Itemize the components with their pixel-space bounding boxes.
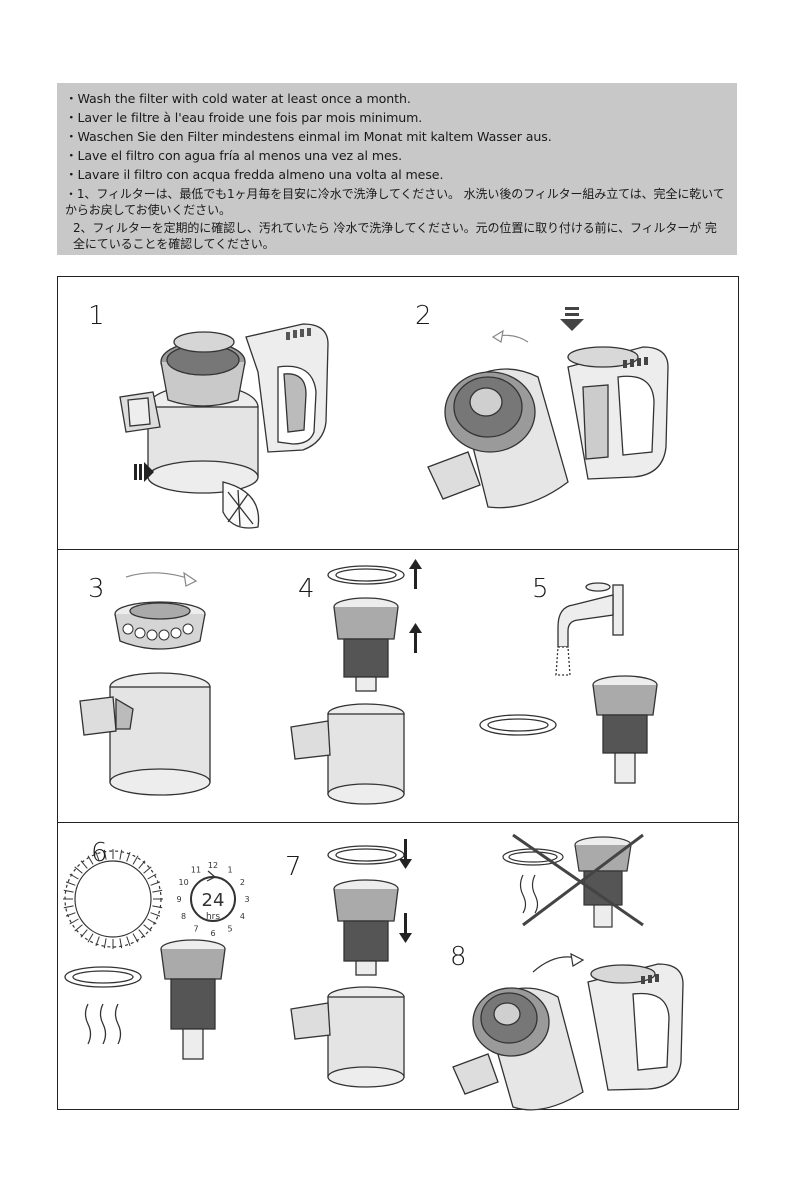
- sun-ray: [143, 866, 152, 874]
- sun-ray: [103, 938, 107, 949]
- step3-cyclone-removed-illustration: [79, 571, 211, 796]
- step-number-2: 2: [415, 301, 432, 331]
- note-german: ・Waschen Sie den Filter mindestens einma…: [65, 129, 552, 144]
- sun-ray: [132, 855, 139, 865]
- instruction-steps-frame: 1 2 3 4 5 6 7 8: [57, 276, 739, 1111]
- sun-ray: [138, 860, 146, 869]
- step8-reattach-bin-illustration: [452, 952, 684, 1111]
- note-japanese-1: ・1、フィルターは、最低でも1ヶ月毎を目安に冷水で洗浄してください。 水洗い後の…: [65, 187, 725, 217]
- note-english: ・Wash the filter with cold water at leas…: [65, 91, 411, 106]
- sun-ray: [95, 851, 100, 862]
- note-spanish: ・Lave el filtro con agua fría al menos u…: [65, 148, 403, 163]
- step-number-4: 4: [298, 574, 315, 604]
- sun-ray: [132, 933, 139, 943]
- sun-ray: [119, 849, 123, 860]
- sun-ray: [87, 855, 94, 865]
- step7-reassemble-illustration: [290, 839, 412, 1088]
- sun-ray: [95, 936, 100, 947]
- step-number-1: 1: [88, 301, 105, 331]
- clock-numeral: 6: [210, 929, 215, 938]
- note-italian: ・Lavare il filtro con acqua fredda almen…: [65, 167, 444, 182]
- clock-unit-label: hrs: [206, 912, 220, 922]
- step1-vacuum-bin-open-illustration: [119, 323, 329, 529]
- clock-numeral: 7: [193, 924, 198, 933]
- filter-washing-note: ・Wash the filter with cold water at leas…: [57, 83, 737, 255]
- row-divider: [58, 549, 738, 550]
- sun-ray: [80, 860, 88, 869]
- clock-numeral: 12: [208, 861, 218, 870]
- sun-ray: [126, 936, 131, 947]
- sun-ray: [74, 866, 83, 874]
- sun-ray: [74, 924, 83, 932]
- sun-ray: [63, 889, 74, 893]
- sun-ray: [147, 873, 157, 880]
- sun-ray: [143, 924, 152, 932]
- sun-ray: [152, 889, 163, 893]
- sun-ray: [80, 929, 88, 938]
- step4-filter-lifted-illustration: [290, 559, 422, 805]
- sun-ray: [65, 881, 76, 886]
- sun-ray: [150, 881, 161, 886]
- clock-numeral: 11: [191, 866, 201, 875]
- clock-numeral: 10: [179, 878, 189, 887]
- sun-ray: [119, 938, 123, 949]
- sun-ray: [147, 918, 157, 925]
- clock-numeral: 8: [181, 912, 186, 921]
- clock-numeral: 3: [244, 895, 249, 904]
- wet-filter-warning-illustration: [502, 833, 644, 928]
- row-divider: [58, 822, 738, 823]
- note-japanese-2: 2、フィルターを定期的に確認し、汚れていたら 冷水で洗浄してください。元の位置に…: [73, 221, 717, 251]
- step-number-8: 8: [450, 942, 467, 972]
- clock-hours-label: 24: [202, 890, 225, 911]
- step2-bin-detached-illustration: [427, 307, 669, 509]
- clock-numeral: 2: [240, 878, 245, 887]
- sun-ray: [63, 905, 74, 909]
- sun-ray: [87, 933, 94, 943]
- step-number-3: 3: [88, 574, 105, 604]
- clock-numeral: 4: [240, 912, 245, 921]
- step-number-7: 7: [285, 852, 302, 882]
- sun-ray: [65, 912, 76, 917]
- sun-ray: [69, 873, 79, 880]
- step5-wash-filter-illustration: [479, 582, 658, 784]
- clock-numeral: 9: [176, 895, 181, 904]
- sun-ray: [69, 918, 79, 925]
- step-number-5: 5: [532, 574, 549, 604]
- clock-numeral: 1: [227, 866, 232, 875]
- note-french: ・Laver le filtre à l'eau froide une fois…: [65, 110, 423, 125]
- clock-numeral: 5: [227, 924, 232, 933]
- sun-ray: [138, 929, 146, 938]
- sun-ray: [150, 912, 161, 917]
- sun-ray: [152, 905, 163, 909]
- sun-ray: [126, 851, 131, 862]
- sun-ray: [103, 849, 107, 860]
